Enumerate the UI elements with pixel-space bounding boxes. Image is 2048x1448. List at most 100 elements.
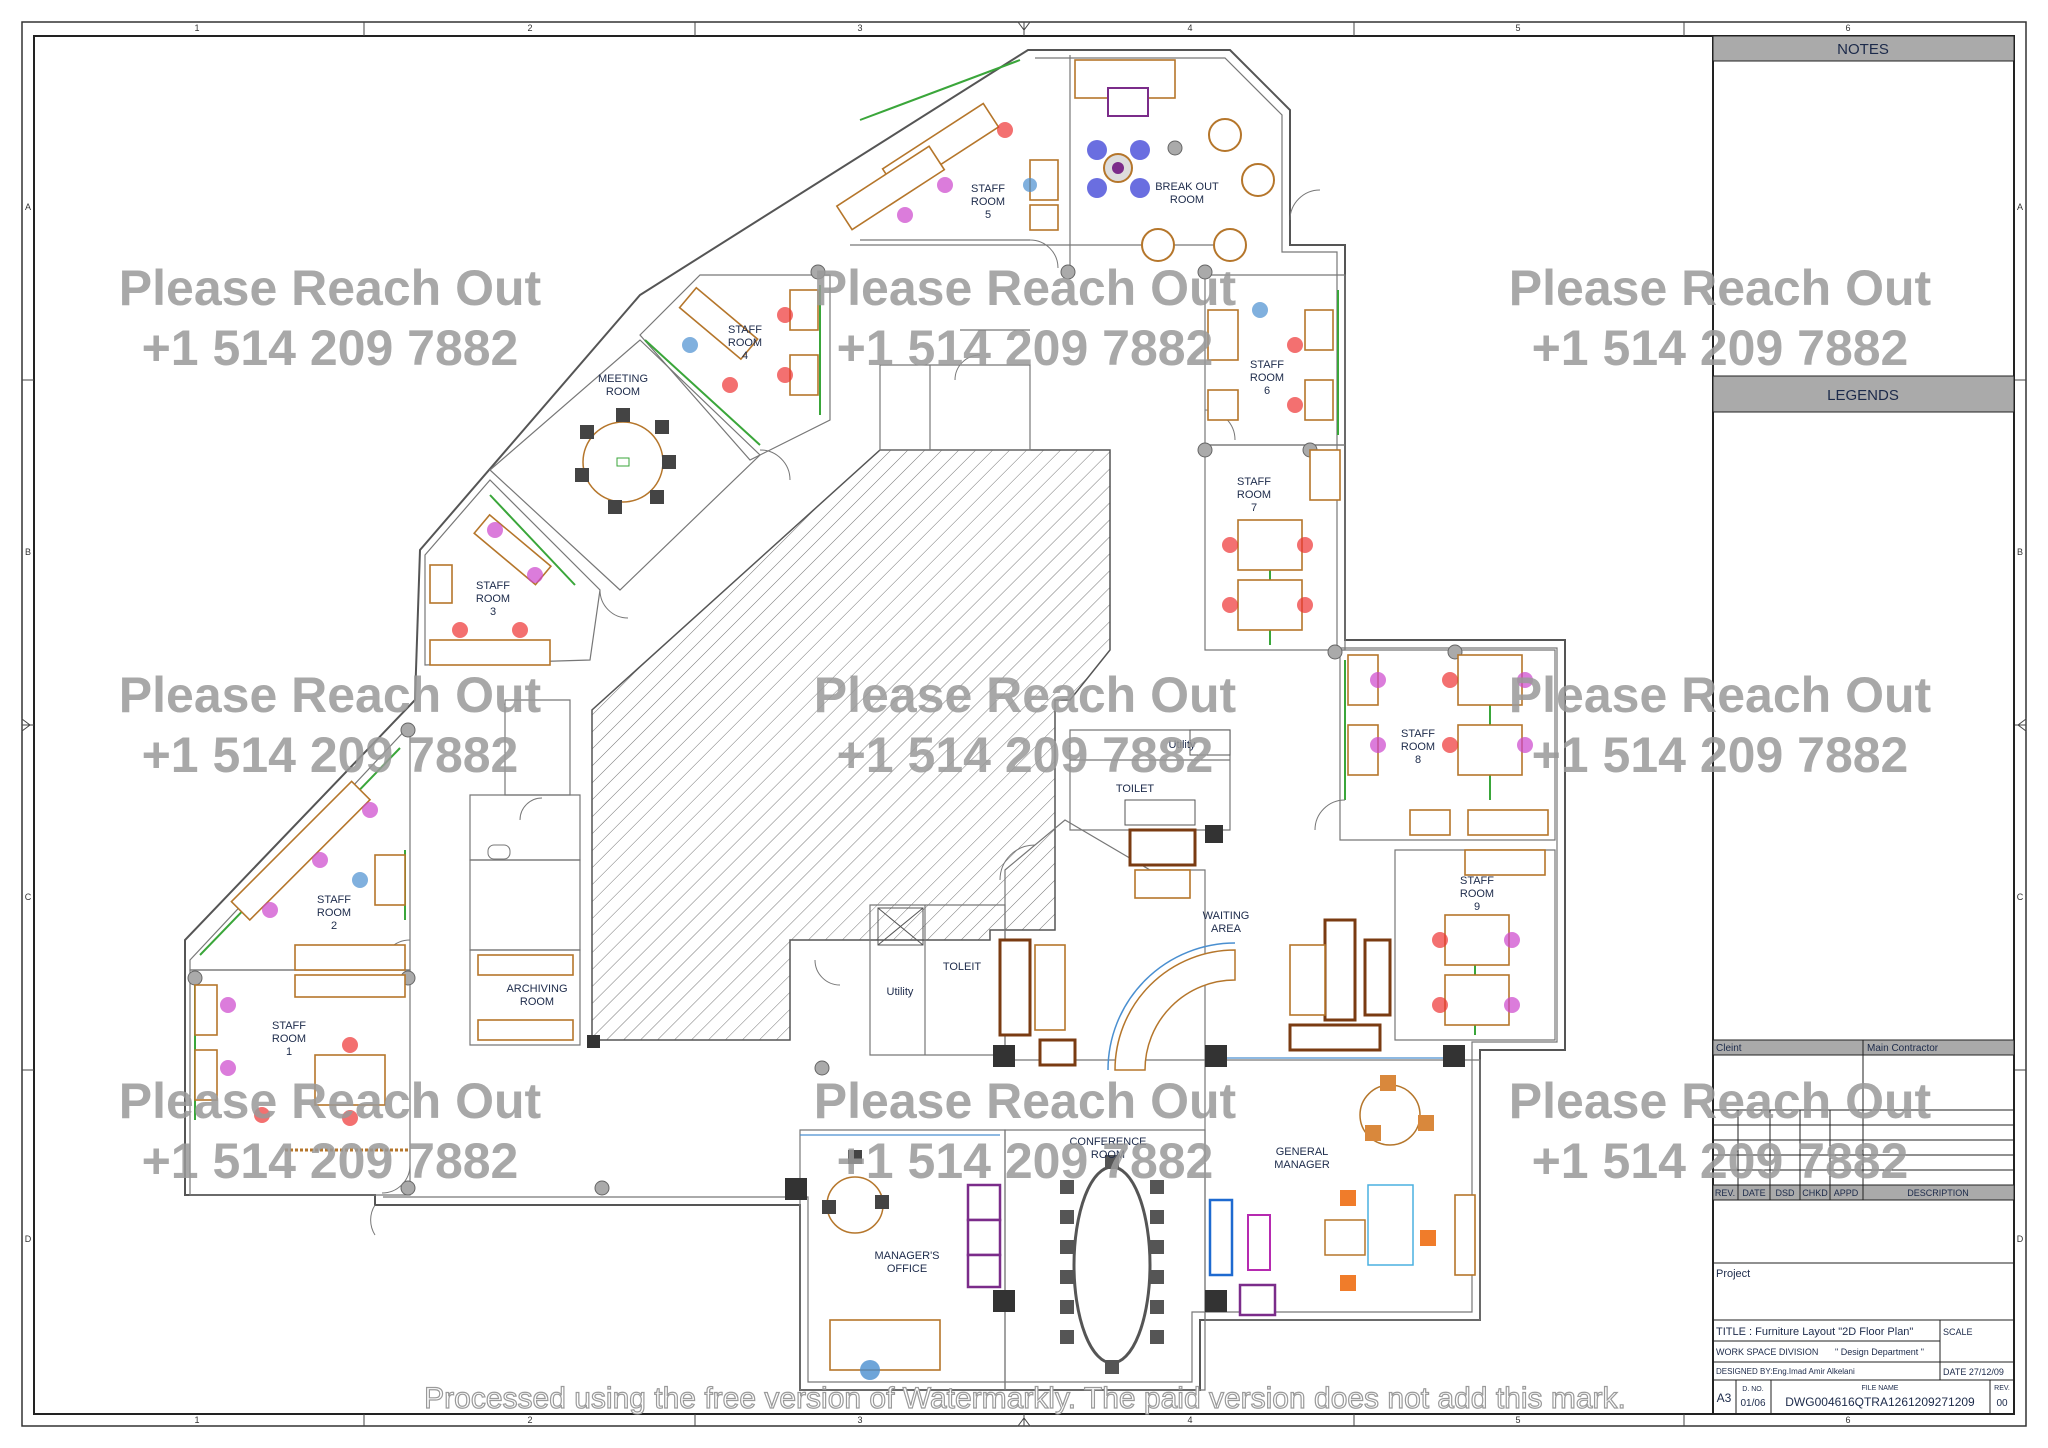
building-outline-inner: [383, 57, 1558, 1383]
d-no-label: D. NO.: [1742, 1386, 1763, 1393]
managers-office-label-1: MANAGER'S: [874, 1250, 939, 1262]
staff-room-8-label-1: STAFF: [1401, 728, 1435, 740]
grid-col-4-bottom: 4: [1187, 1415, 1192, 1425]
furniture-breakout: [1074, 59, 1275, 262]
drawing-title: TITLE : Furniture Layout "2D Floor Plan": [1716, 1326, 1913, 1338]
center-mark-right-icon: [2017, 718, 2027, 732]
meeting-room-label-2: ROOM: [606, 386, 640, 398]
grid-col-5-bottom: 5: [1515, 1415, 1520, 1425]
watermark-line2-e: +1 514 209 7882: [837, 727, 1214, 783]
watermark-line1-e: Please Reach Out: [814, 667, 1237, 723]
general-manager-label-1: GENERAL: [1276, 1146, 1329, 1158]
staff-room-5-label-1: STAFF: [971, 183, 1005, 195]
staff-room-4-label-1: STAFF: [728, 324, 762, 336]
division-value: " Design Department ": [1835, 1347, 1924, 1357]
watermark-line2-g: +1 514 209 7882: [142, 1133, 519, 1189]
breakout-label-2: ROOM: [1170, 194, 1204, 206]
general-manager-label-2: MANAGER: [1274, 1159, 1330, 1171]
staff-room-2-label-1: STAFF: [317, 894, 351, 906]
grid-col-3: 3: [857, 23, 862, 33]
grid-columns-bottom: 1 2 3 4 5 6: [194, 1415, 1850, 1425]
furniture-staff-room-1: [194, 974, 406, 1126]
watermark-line2-d: +1 514 209 7882: [142, 727, 519, 783]
grid-row-a-right: A: [2017, 202, 2023, 212]
utility-label-top: Utility: [1169, 739, 1196, 751]
file-name-value: DWG004616QTRA1261209271209: [1785, 1395, 1975, 1409]
waiting-area-label-1: WAITING: [1203, 910, 1250, 922]
rev-label: REV.: [1994, 1385, 2010, 1392]
watermark-line1-b: Please Reach Out: [814, 260, 1237, 316]
watermark-line2-h: +1 514 209 7882: [837, 1133, 1214, 1189]
watermark-line1-g: Please Reach Out: [119, 1073, 542, 1129]
managers-office-label-2: OFFICE: [887, 1263, 927, 1275]
furniture-staff-room-4: [678, 286, 819, 396]
toleit-label: TOLEIT: [943, 961, 982, 973]
staff-room-7-label-3: 7: [1251, 502, 1257, 514]
grid-row-a: A: [25, 202, 31, 212]
staff-room-4-label-3: 4: [742, 350, 748, 362]
watermarkly-footer: Processed using the free version of Wate…: [424, 1382, 1626, 1415]
room-labels: STAFF ROOM 5 BREAK OUT ROOM STAFF ROOM 4…: [272, 181, 1494, 1275]
staff-room-9-label-3: 9: [1474, 901, 1480, 913]
sheet-size: A3: [1717, 1391, 1732, 1405]
furniture-staff-room-6: [1207, 302, 1334, 421]
grid-row-c-right: C: [2017, 892, 2024, 902]
staff-room-9-label-2: ROOM: [1460, 888, 1494, 900]
watermark-line2-a: +1 514 209 7882: [142, 320, 519, 376]
watermark-line1-c: Please Reach Out: [1509, 260, 1932, 316]
furniture-staff-room-3: [429, 513, 553, 666]
furniture-managers-office: [822, 1150, 1002, 1380]
grid-row-b: B: [25, 547, 31, 557]
staff-room-6-label-2: ROOM: [1250, 372, 1284, 384]
staff-room-8-label-2: ROOM: [1401, 741, 1435, 753]
watermark-line2-b: +1 514 209 7882: [837, 320, 1214, 376]
project-label: Project: [1716, 1268, 1750, 1280]
staff-room-6-label-3: 6: [1264, 385, 1270, 397]
door-swings: [370, 189, 1346, 1236]
rev-value: 00: [1996, 1398, 2008, 1409]
grid-col-2: 2: [527, 23, 532, 33]
floor-plan: [184, 49, 1566, 1391]
rev-col-date: DATE: [1742, 1188, 1765, 1198]
watermark-line2-f: +1 514 209 7882: [1532, 727, 1909, 783]
staff-room-2-label-3: 2: [331, 920, 337, 932]
staff-room-1-label-1: STAFF: [272, 1020, 306, 1032]
watermark-line2-c: +1 514 209 7882: [1532, 320, 1909, 376]
grid-col-6-bottom: 6: [1845, 1415, 1850, 1425]
furniture-staff-room-8: [1347, 654, 1549, 836]
center-mark-bottom-icon: [1017, 1417, 1031, 1427]
legends-header: LEGENDS: [1827, 387, 1899, 404]
watermark-line1-a: Please Reach Out: [119, 260, 542, 316]
furniture-staff-room-9: [1432, 849, 1546, 1026]
grid-col-6: 6: [1845, 23, 1850, 33]
scale-label: SCALE: [1943, 1327, 1973, 1337]
furniture-conference: [1060, 1155, 1164, 1374]
staff-room-6-label-1: STAFF: [1250, 359, 1284, 371]
designed-by: DESIGNED BY:Eng.Imad Amir Alkelani: [1716, 1367, 1855, 1376]
staff-room-7-label-1: STAFF: [1237, 476, 1271, 488]
rev-col-description: DESCRIPTION: [1907, 1188, 1969, 1198]
grid-row-c: C: [25, 892, 32, 902]
grid-rows-left: A B C D: [25, 202, 32, 1244]
building-outline: [184, 49, 1566, 1391]
watermark-line2-i: +1 514 209 7882: [1532, 1133, 1909, 1189]
rev-col-dsd: DSD: [1775, 1188, 1795, 1198]
grid-col-4: 4: [1187, 23, 1192, 33]
conference-room-label-1: CONFERENCE: [1069, 1136, 1146, 1148]
staff-room-1-label-2: ROOM: [272, 1033, 306, 1045]
grid-col-2-bottom: 2: [527, 1415, 532, 1425]
furniture-meeting: [575, 408, 676, 514]
grid-col-1-bottom: 1: [194, 1415, 199, 1425]
staff-room-4-label-2: ROOM: [728, 337, 762, 349]
furniture-staff-room-5: [835, 102, 1059, 231]
watermark-line1-d: Please Reach Out: [119, 667, 542, 723]
client-label: Cleint: [1716, 1043, 1742, 1054]
staff-room-7-label-2: ROOM: [1237, 489, 1271, 501]
grid-row-b-right: B: [2017, 547, 2023, 557]
notes-header: NOTES: [1837, 41, 1889, 58]
grid-col-1: 1: [194, 23, 199, 33]
staff-room-3-label-1: STAFF: [476, 580, 510, 592]
breakout-label-1: BREAK OUT: [1155, 181, 1219, 193]
watermark-line1-h: Please Reach Out: [814, 1073, 1237, 1129]
